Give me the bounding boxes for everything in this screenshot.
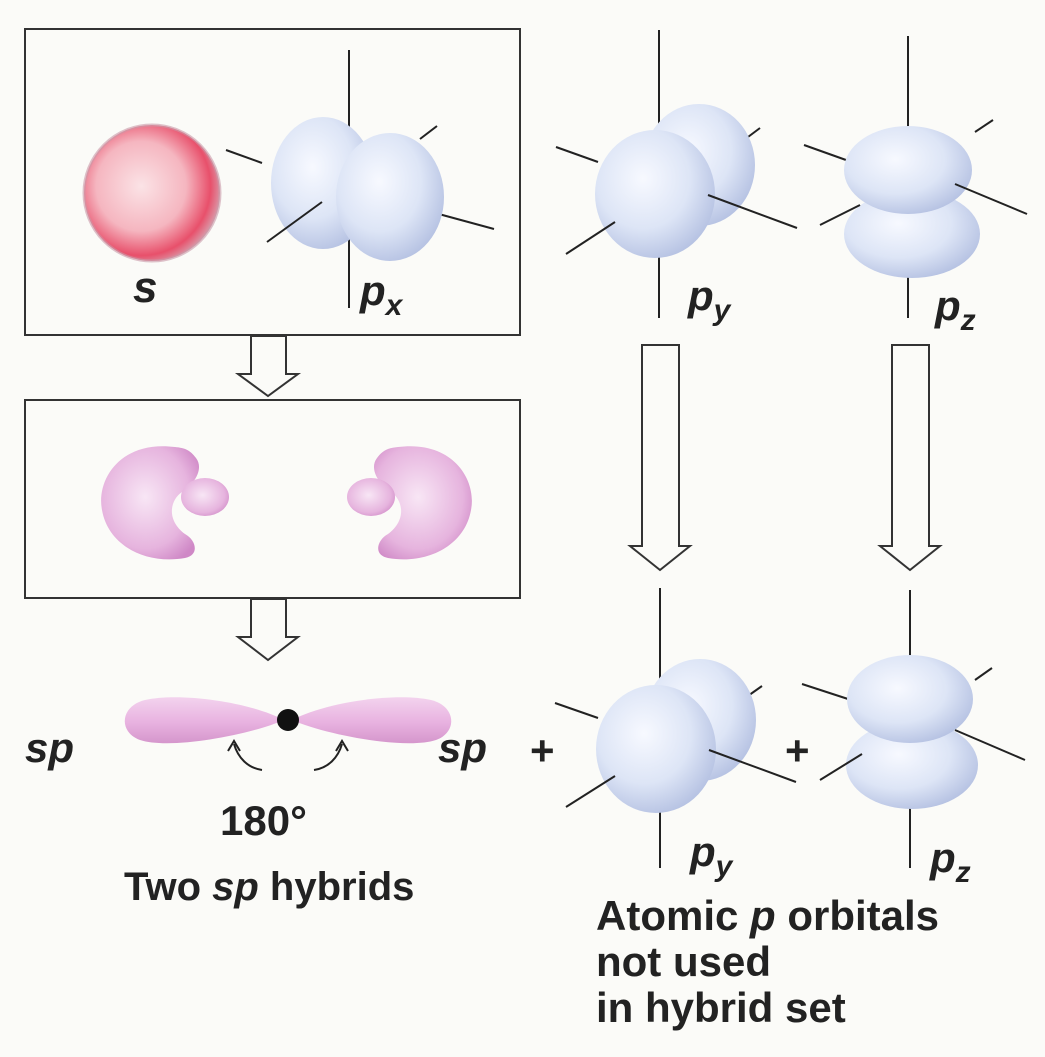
angle-arrow-left: [233, 743, 263, 771]
s-label: s: [133, 263, 157, 312]
py-orbital-top: [555, 30, 798, 318]
unused-caption-line2: not used: [596, 938, 771, 985]
sp-label-left: sp: [25, 724, 74, 771]
hybrid-caption: Two sp hybrids: [124, 865, 414, 909]
angle-arrow-right: [313, 743, 343, 771]
plus-sign-1: +: [530, 727, 555, 774]
unused-caption-line1: Atomic p orbitals: [596, 892, 939, 939]
s-orbital: [82, 123, 222, 263]
pz-label-top: pz: [934, 282, 976, 337]
pz-orbital-bottom: [801, 590, 1026, 868]
plus-sign-2: +: [785, 727, 810, 774]
pz-label-bottom: pz: [929, 834, 971, 889]
px-label: px: [359, 267, 404, 322]
py-label-bottom: py: [689, 828, 734, 883]
py-label-top: py: [687, 272, 732, 327]
unused-caption-line3: in hybrid set: [596, 984, 846, 1031]
sp-hybrid-orbitals: [124, 697, 452, 771]
py-orbital-bottom: [554, 588, 797, 868]
nucleus-dot: [277, 709, 299, 731]
hybrid-lobes-forming: [101, 446, 472, 560]
angle-label: 180°: [220, 797, 307, 844]
hollow-arrow-hybrid-to-sp: [235, 598, 301, 662]
hollow-arrow-pz: [877, 344, 943, 572]
hollow-arrow-top-to-hybrid: [234, 335, 302, 398]
sp-label-right: sp: [438, 724, 487, 771]
px-orbital: [225, 50, 495, 308]
pz-orbital-top: [803, 36, 1028, 318]
hollow-arrow-py: [627, 344, 693, 572]
